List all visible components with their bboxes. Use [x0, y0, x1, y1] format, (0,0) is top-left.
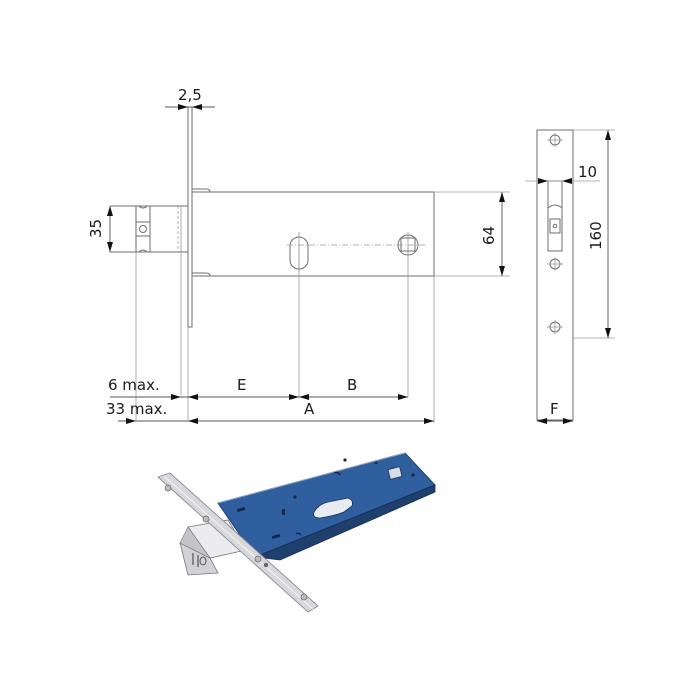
dim-label-E: E	[237, 376, 246, 394]
dim-label-160: 160	[587, 221, 605, 250]
dim-case-height: 64	[480, 192, 505, 276]
dim-row-upper: 6 max. E B	[108, 376, 408, 400]
isometric-lock-render	[157, 452, 436, 613]
render-spindle-hole	[387, 466, 403, 480]
dim-row-lower: 33 max. A	[106, 400, 434, 424]
screw-hole-top	[547, 133, 563, 147]
dim-label-6-max: 6 max.	[108, 376, 160, 394]
dim-label-2-5: 2,5	[178, 86, 202, 104]
dim-label-B: B	[347, 376, 357, 394]
faceplate-outline	[536, 129, 574, 421]
latch-bolt	[110, 205, 188, 253]
screw-hole-bottom	[547, 320, 563, 334]
spindle-hole	[397, 232, 419, 258]
case-tab-bottom	[192, 272, 211, 277]
case-tab-top	[192, 188, 211, 193]
dim-label-35: 35	[87, 219, 105, 238]
lock-case-outline	[191, 191, 435, 277]
cylinder-hole	[289, 232, 309, 272]
faceplate-front-view: 10 160 F	[525, 129, 615, 424]
dim-strike-length: 160	[573, 129, 615, 339]
dim-latch-height: 35	[87, 206, 113, 252]
latch-window	[547, 180, 563, 252]
screw-hole-middle	[547, 257, 563, 271]
dim-strike-width: 10	[525, 163, 600, 184]
dim-faceplate-width: F	[537, 400, 573, 424]
faceplate-profile	[187, 106, 193, 328]
dim-label-F: F	[550, 400, 559, 418]
dim-faceplate-thickness: 2,5	[165, 86, 215, 110]
dim-label-10: 10	[578, 163, 597, 181]
side-elevation-view: 2,5 35 64 6 max. E B	[87, 86, 510, 424]
render-faceplate	[157, 472, 319, 613]
render-cylinder-slot	[313, 497, 353, 519]
dim-label-A: A	[304, 400, 315, 418]
dim-label-64: 64	[480, 226, 498, 245]
dim-label-33-max: 33 max.	[106, 400, 167, 418]
lock-case-side-face	[254, 484, 436, 561]
